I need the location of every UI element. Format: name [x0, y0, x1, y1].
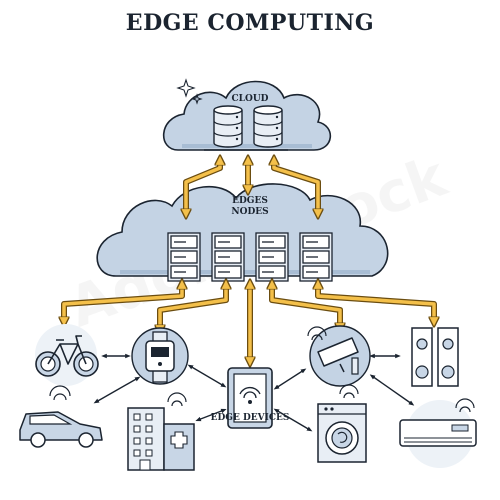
server-rack-icon [211, 232, 245, 282]
arrow-edges-bicycle [64, 284, 182, 322]
hospital-building-icon [127, 392, 195, 471]
arrow-edges-camera [272, 284, 340, 328]
tablet-icon [227, 367, 273, 429]
washing-machine-icon [317, 384, 367, 463]
database-icon-right [253, 105, 283, 148]
smartwatch-icon [131, 327, 189, 385]
speakers-icon [411, 327, 459, 387]
server-rack-icon [299, 232, 333, 282]
database-icon-left [213, 105, 243, 148]
server-rack-icon [167, 232, 201, 282]
cloud-top [162, 80, 332, 151]
arrow-edges-speakers [318, 284, 434, 322]
bicycle-icon [35, 324, 99, 386]
air-conditioner-icon [399, 398, 477, 468]
edge-nodes-label-line1: EDGES [232, 196, 268, 206]
edge-nodes-label: EDGES NODES [200, 196, 300, 218]
car-icon [19, 385, 103, 448]
edge-nodes-label-line2: NODES [231, 207, 269, 217]
security-camera-icon [307, 325, 371, 387]
device-connectors [93, 353, 415, 432]
server-rack-icon [255, 232, 289, 282]
cloud-label: CLOUD [231, 94, 269, 104]
arrow-cloud-edges-right [274, 160, 318, 214]
arrow-edges-smartwatch [160, 284, 226, 330]
edge-devices-label: EDGE DEVICES [210, 413, 290, 423]
arrow-cloud-edges-left [186, 160, 220, 214]
page-title: EDGE COMPUTING [125, 10, 375, 36]
